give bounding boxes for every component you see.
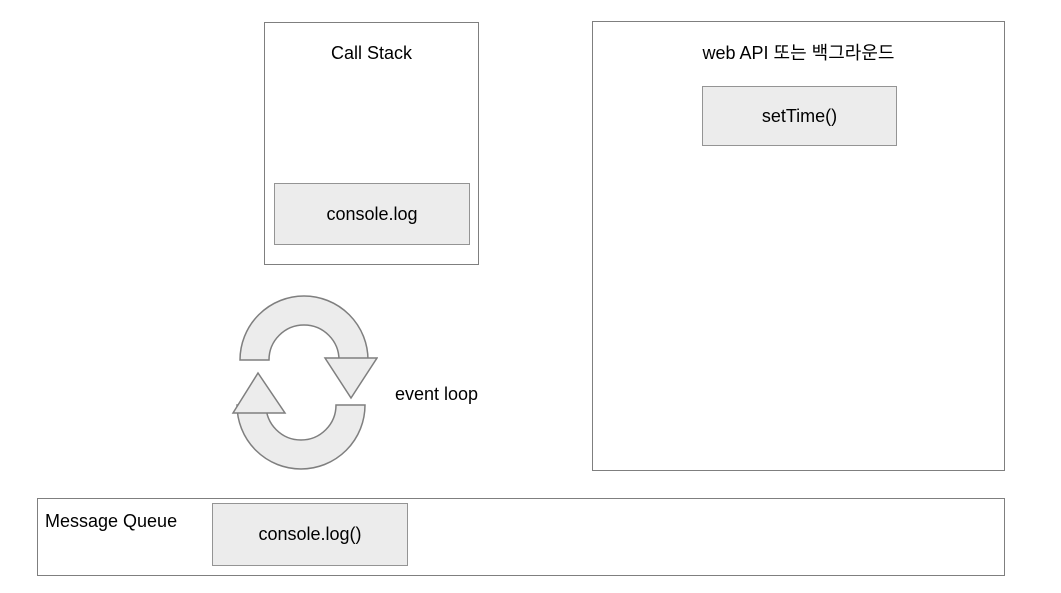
cycle-arrowhead-down (323, 357, 378, 400)
message-queue-title: Message Queue (45, 511, 178, 531)
call-stack-title: Call Stack (330, 43, 413, 63)
event-loop-cycle-icon (231, 295, 378, 470)
cycle-arrow-bottom-arc (236, 404, 366, 470)
cycle-arrowhead-up (231, 371, 287, 414)
web-api-title: web API 또는 백그라운드 (702, 43, 895, 63)
message-queue-item-label: console.log() (258, 524, 362, 544)
message-queue-item: console.log() (212, 503, 408, 566)
web-api-task: setTime() (702, 86, 897, 146)
web-api-task-label: setTime() (761, 105, 838, 126)
call-stack-frame: console.log (274, 183, 470, 245)
web-api-box: web API 또는 백그라운드 setTime() (592, 21, 1005, 471)
event-loop-label: event loop (395, 384, 479, 404)
cycle-arrow-top-arc (239, 295, 369, 361)
call-stack-box: Call Stack console.log (264, 22, 479, 265)
message-queue-box: Message Queue console.log() (37, 498, 1005, 576)
call-stack-frame-label: console.log (326, 203, 418, 224)
